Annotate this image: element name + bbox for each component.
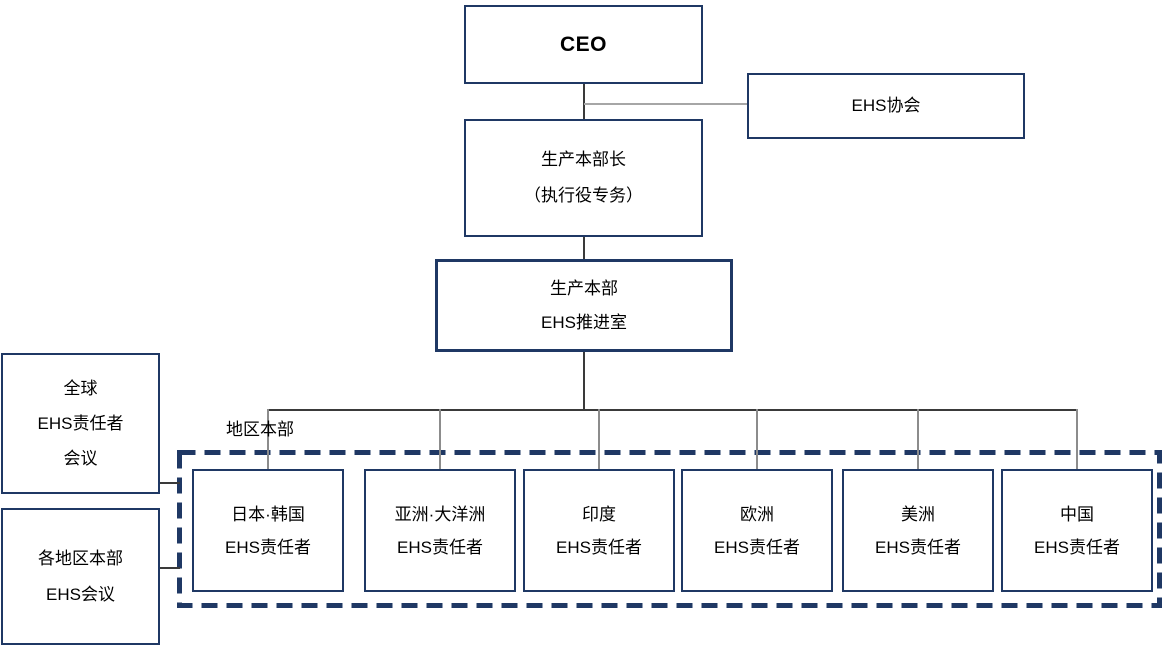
- region-name: 亚洲·大洋洲: [394, 504, 486, 524]
- global-ehs-meeting-box: 全球 EHS责任者 会议: [1, 353, 160, 494]
- region-box-japan-korea: 日本·韩国 EHS责任者: [192, 469, 344, 592]
- ehs-office-line1: 生产本部: [550, 278, 618, 298]
- region-name: 欧洲: [740, 504, 774, 524]
- ceo-box: CEO: [464, 5, 703, 84]
- region-box-china: 中国 EHS责任者: [1001, 469, 1153, 592]
- production-head-title: 生产本部长: [541, 150, 626, 169]
- regional-ehs-meeting-box: 各地区本部 EHS会议: [1, 508, 160, 645]
- region-name: 印度: [582, 504, 616, 524]
- ceo-label: CEO: [559, 32, 607, 56]
- region-name: 日本·韩国: [231, 504, 305, 524]
- ehs-association-label: EHS协会: [851, 96, 921, 115]
- region-role: EHS责任者: [714, 537, 800, 557]
- production-head-box: 生产本部长 （执行役专务）: [464, 119, 703, 237]
- region-role: EHS责任者: [556, 537, 642, 557]
- ehs-promotion-office-box: 生产本部 EHS推进室: [435, 259, 733, 352]
- region-role: EHS责任者: [225, 537, 311, 557]
- region-role: EHS责任者: [397, 537, 483, 557]
- region-name: 美洲: [901, 504, 935, 524]
- region-box-americas: 美洲 EHS责任者: [842, 469, 994, 592]
- regional-meeting-line2: EHS会议: [46, 584, 115, 604]
- ehs-association-box: EHS协会: [747, 73, 1025, 139]
- regional-hq-label: 地区本部: [226, 420, 294, 439]
- region-box-india: 印度 EHS责任者: [523, 469, 675, 592]
- global-meeting-line1: 全球: [63, 379, 98, 398]
- regional-hq-dashed-boundary: [177, 450, 1162, 608]
- region-box-asia-oceania: 亚洲·大洋洲 EHS责任者: [364, 469, 516, 592]
- region-role: EHS责任者: [1034, 537, 1120, 557]
- ehs-office-line2: EHS推进室: [541, 312, 627, 332]
- regional-meeting-line1: 各地区本部: [38, 548, 123, 568]
- production-head-subtitle: （执行役专务）: [524, 186, 643, 205]
- region-name: 中国: [1060, 504, 1094, 524]
- region-role: EHS责任者: [875, 537, 961, 557]
- global-meeting-line2: EHS责任者: [37, 414, 124, 433]
- global-meeting-line3: 会议: [63, 449, 98, 468]
- region-box-europe: 欧洲 EHS责任者: [681, 469, 833, 592]
